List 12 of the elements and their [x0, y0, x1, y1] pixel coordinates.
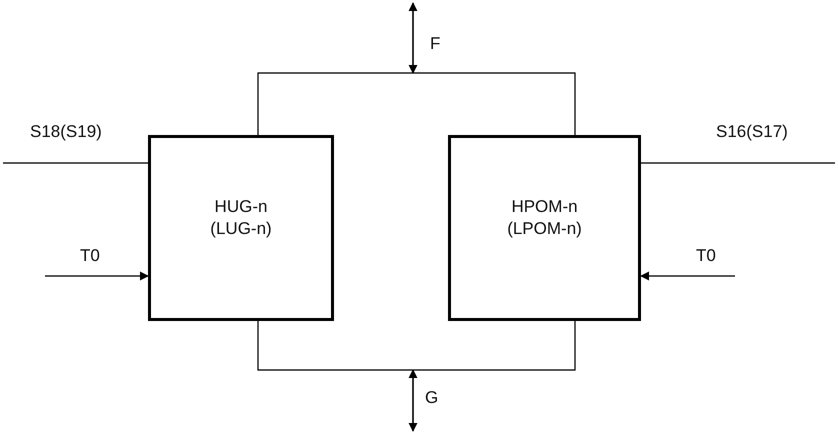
connector-line	[3, 162, 148, 164]
box-label: HPOM-n (LPOM-n)	[506, 196, 583, 240]
connector-line	[257, 321, 576, 371]
arrow	[45, 272, 149, 280]
box-label: HUG-n (LUG-n)	[209, 196, 273, 240]
connector-line	[257, 72, 576, 135]
edge-label: S16(S17)	[714, 122, 790, 142]
process-box	[148, 135, 334, 321]
process-box	[448, 135, 641, 321]
edge-label: S18(S19)	[28, 122, 104, 142]
connector-line	[641, 162, 835, 164]
arrow	[640, 272, 735, 280]
